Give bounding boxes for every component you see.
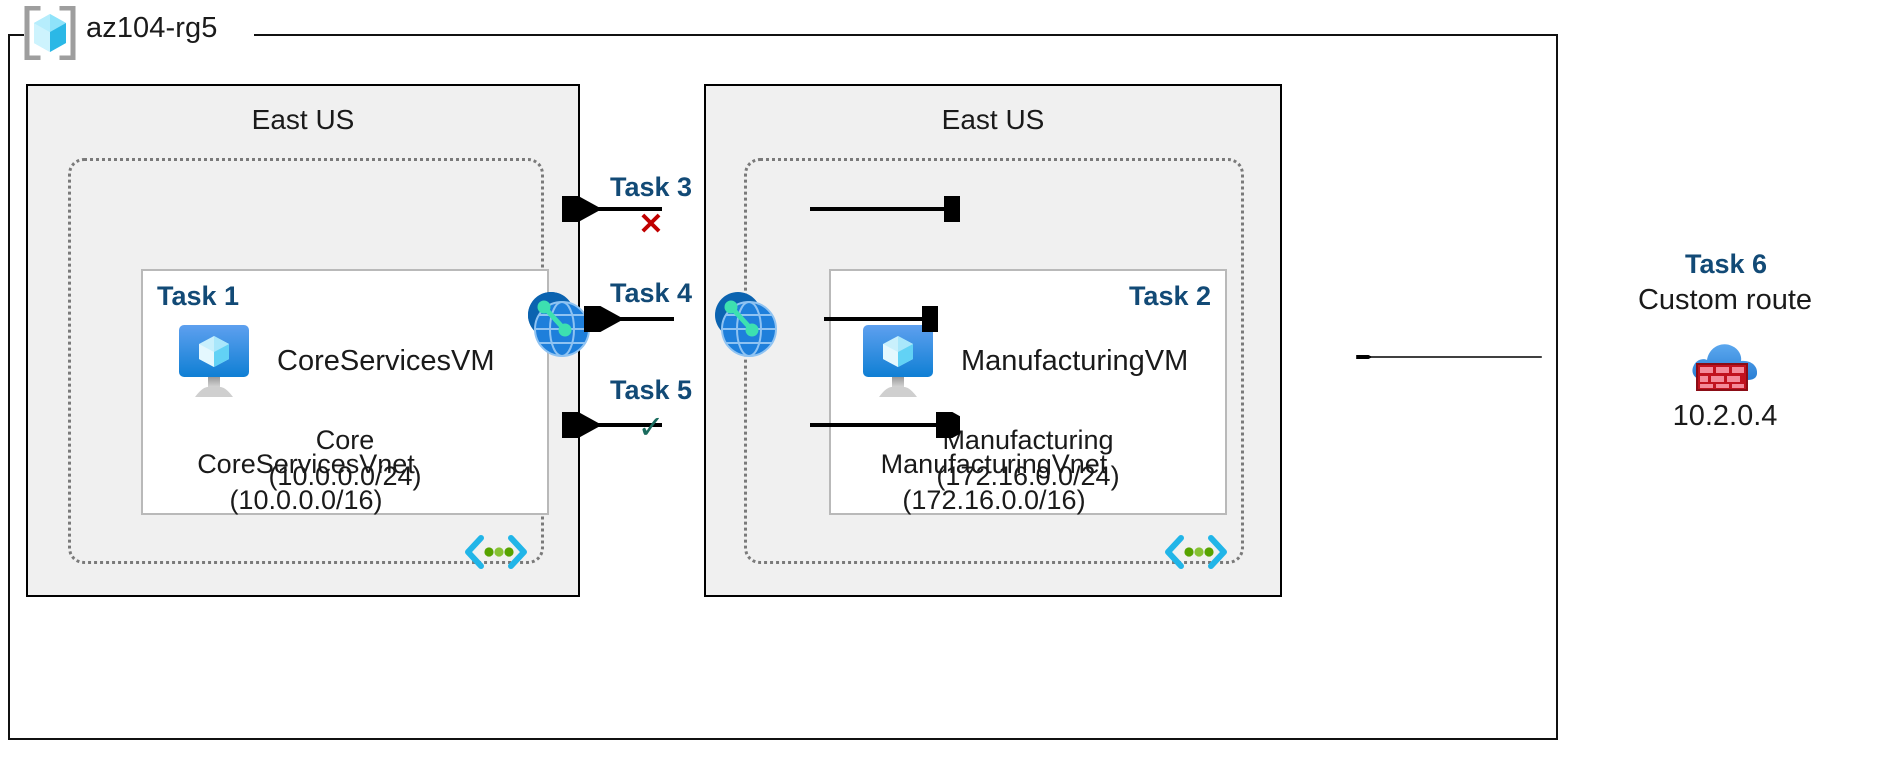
vm-name-manufacturingvm: ManufacturingVM — [961, 344, 1189, 377]
firewall-ip-address: 10.2.0.4 — [1672, 400, 1778, 432]
task-3-label: Task 3 — [609, 172, 693, 202]
subnet-box-core: Task 1 — [141, 269, 549, 515]
vnet-name-manufacturingvnet: ManufacturingVnet — [880, 449, 1108, 479]
vnet-peering-icon — [528, 292, 590, 357]
subnet-info-manufacturing: Manufacturing (172.16.0.0/24) — [831, 423, 1225, 494]
task-4-label: Task 4 — [609, 278, 693, 308]
resource-group-title: az104-rg5 — [86, 12, 218, 44]
task-6-description: Custom route — [1637, 284, 1813, 316]
vnet-name-block-left: CoreServicesVnet (10.0.0.0/16) — [71, 447, 541, 518]
connector-task5 — [562, 412, 960, 438]
task-5-label: Task 5 — [609, 375, 693, 405]
region-box-left: East US Task 1 — [26, 84, 580, 597]
connector-task4 — [584, 306, 938, 332]
region-title-left: East US — [251, 104, 355, 135]
task-5-status-success-icon: ✓ — [637, 409, 665, 445]
resource-group-icon — [24, 6, 76, 60]
vnet-name-coreservicesvnet: CoreServicesVnet — [197, 449, 415, 479]
vnet-icon — [465, 535, 527, 569]
vnet-address-space-right: (172.16.0.0/16) — [902, 484, 1086, 515]
virtual-machine-icon — [179, 325, 249, 397]
vnet-box-manufacturingvnet: Task 2 — [744, 158, 1244, 569]
resource-group-frame — [8, 34, 1558, 740]
vnet-icon — [1165, 535, 1227, 569]
vm-row-coreservicesvm: CoreServicesVM — [143, 323, 579, 399]
vnet-name-block-right: ManufacturingVnet (172.16.0.0/16) — [747, 447, 1241, 518]
subnet-prefix-manufacturing: (172.16.0.0/24) — [936, 460, 1120, 491]
task-2-label: Task 2 — [1128, 281, 1211, 311]
region-box-right: East US Task 2 — [704, 84, 1282, 597]
vnet-peering-icon — [715, 292, 777, 357]
connector-task3 — [562, 196, 960, 222]
vnet-address-space-left: (10.0.0.0/16) — [229, 484, 383, 515]
connector-task6 — [1356, 355, 1542, 359]
vnet-box-coreservicesvnet: Task 1 — [68, 158, 549, 569]
subnet-box-manufacturing: Task 2 — [829, 269, 1227, 515]
virtual-machine-icon — [863, 325, 933, 397]
subnet-name-manufacturing: Manufacturing — [942, 425, 1114, 455]
vm-name-coreservicesvm: CoreServicesVM — [277, 344, 495, 377]
subnet-info-core: Core (10.0.0.0/24) — [143, 423, 547, 494]
vm-row-manufacturingvm: ManufacturingVM — [831, 323, 1253, 399]
region-title-right: East US — [941, 104, 1045, 135]
resource-group-label-gap — [24, 24, 254, 46]
task-3-status-fail-icon: ✕ — [638, 208, 664, 241]
firewall-icon — [1692, 344, 1758, 391]
task-6-label: Task 6 — [1684, 249, 1768, 279]
subnet-name-core: Core — [315, 425, 375, 455]
subnet-prefix-core: (10.0.0.0/24) — [268, 460, 422, 491]
task-1-label: Task 1 — [157, 281, 240, 311]
